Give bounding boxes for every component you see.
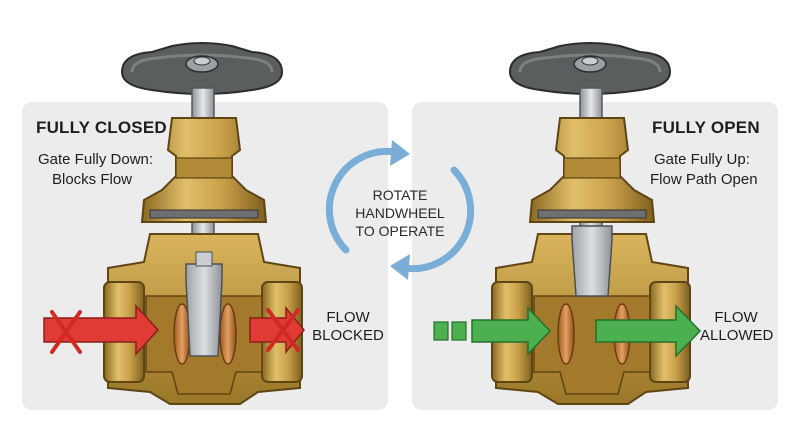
- rotate-line2: HANDWHEEL: [355, 205, 445, 221]
- rotate-line3: TO OPERATE: [355, 223, 445, 239]
- rotate-arrows-icon: [325, 140, 475, 280]
- blocked-x-icon: [50, 310, 82, 354]
- flow-allowed-line1: FLOW: [714, 309, 758, 326]
- closed-desc-line2: Blocks Flow: [52, 171, 133, 188]
- flow-blocked-line1: FLOW: [326, 309, 370, 326]
- open-valve: [433, 42, 702, 405]
- gate-wedge: [571, 225, 613, 297]
- open-desc-line2: Flow Path Open: [650, 171, 758, 188]
- open-desc-line1: Gate Fully Up:: [654, 151, 750, 168]
- inlet-flow-arrow: [43, 304, 160, 356]
- gate-wedge: [185, 263, 223, 357]
- closed-title: FULLY CLOSED: [36, 118, 167, 137]
- flow-allowed-line2: ALLOWED: [700, 327, 774, 344]
- open-title: FULLY OPEN: [652, 118, 760, 137]
- rotate-line1: ROTATE: [372, 187, 428, 203]
- closed-desc-line1: Gate Fully Down:: [38, 151, 154, 168]
- flow-blocked-line2: BLOCKED: [312, 327, 384, 344]
- handwheel-icon: [120, 42, 284, 96]
- inlet-flow-arrow: [471, 306, 552, 356]
- closed-valve: [43, 42, 305, 405]
- handwheel-icon: [508, 42, 672, 96]
- outlet-flow-arrow: [595, 304, 702, 358]
- blocked-x-icon: [266, 308, 300, 352]
